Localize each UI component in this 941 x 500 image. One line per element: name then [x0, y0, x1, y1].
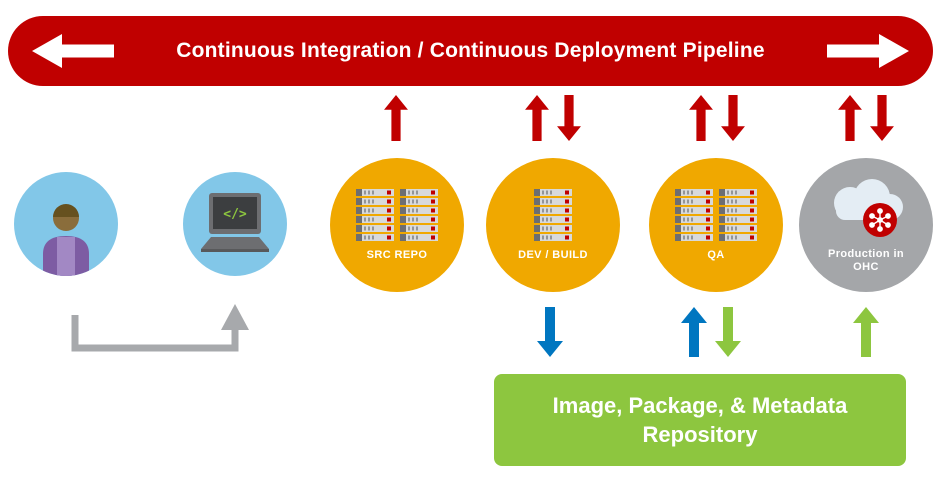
dev-build-label: DEV / BUILD — [518, 248, 588, 261]
developer-to-workstation-arrow — [71, 304, 249, 352]
production-label: Production in OHC — [827, 248, 905, 273]
laptop-icon: </> — [201, 193, 269, 252]
production-node: Production in OHC — [799, 158, 933, 292]
banner-left-arrow-icon — [32, 34, 114, 68]
production-down-arrow-icon — [870, 95, 894, 141]
repository-label-line2: Repository — [642, 422, 758, 447]
qa-label: QA — [707, 248, 725, 261]
qa-up-arrow-icon — [689, 95, 713, 141]
banner-right-arrow-icon — [827, 34, 909, 68]
repository-box: Image, Package, & Metadata Repository — [494, 374, 906, 466]
qa-node: QA — [649, 158, 783, 292]
qa-to-repo-down-arrow-icon — [715, 306, 741, 358]
banner-title: Continuous Integration / Continuous Depl… — [176, 39, 765, 62]
repo-to-production-up-arrow-icon — [853, 306, 879, 358]
src-repo-up-arrow-icon — [384, 95, 408, 141]
cloud-icon — [834, 179, 903, 237]
developer-node — [14, 172, 118, 276]
src-repo-node: SRC REPO — [330, 158, 464, 292]
code-glyph: </> — [223, 207, 247, 222]
qa-down-arrow-icon — [721, 95, 745, 141]
server-rack-icon — [356, 189, 438, 241]
person-icon — [43, 204, 89, 276]
server-rack-icon — [675, 189, 757, 241]
repository-label-line1: Image, Package, & Metadata — [552, 393, 848, 418]
workstation-node: </> — [183, 172, 287, 276]
dev-build-node: DEV / BUILD — [486, 158, 620, 292]
qa-from-repo-up-arrow-icon — [681, 306, 707, 358]
production-up-arrow-icon — [838, 95, 862, 141]
server-rack-icon — [534, 189, 572, 241]
dev-build-down-arrow-icon — [557, 95, 581, 141]
pipeline-banner: Continuous Integration / Continuous Depl… — [8, 16, 933, 86]
dev-build-to-repo-arrow-icon — [537, 306, 563, 358]
src-repo-label: SRC REPO — [366, 248, 428, 261]
dev-build-up-arrow-icon — [525, 95, 549, 141]
